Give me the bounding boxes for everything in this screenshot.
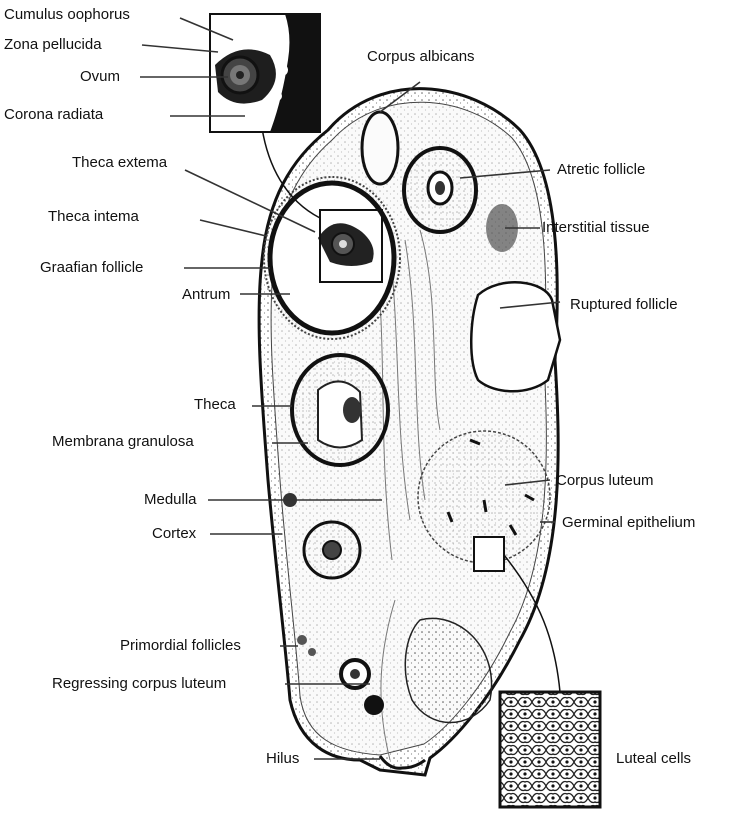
corpus-albicans-shape [362, 112, 398, 184]
label-corona-radiata: Corona radiata [4, 106, 103, 123]
label-hilus: Hilus [266, 750, 299, 767]
label-theca: Theca [194, 396, 236, 413]
label-corpus-luteum: Corpus luteum [556, 472, 654, 489]
label-cortex: Cortex [152, 525, 196, 542]
label-interstitial-tissue: Interstitial tissue [542, 219, 650, 236]
corpus-luteum-inset-box [474, 537, 504, 571]
label-theca-externa: Theca extema [72, 154, 167, 171]
label-antrum: Antrum [182, 286, 230, 303]
label-ruptured-follicle: Ruptured follicle [570, 296, 678, 313]
luteal-cells-inset [500, 692, 600, 807]
label-atretic-follicle: Atretic follicle [557, 161, 645, 178]
label-ovum: Ovum [80, 68, 120, 85]
ruptured-follicle-shape [471, 282, 560, 391]
label-medulla: Medulla [144, 491, 197, 508]
label-zona-pellucida: Zona pellucida [4, 36, 102, 53]
regressing-corpus-luteum-shape [364, 695, 384, 715]
label-theca-interna: Theca intema [48, 208, 139, 225]
label-graafian-follicle: Graafian follicle [40, 259, 143, 276]
oocyte-inset [210, 14, 320, 132]
label-germinal-epithelium: Germinal epithelium [562, 514, 695, 531]
label-cumulus-oophorus: Cumulus oophorus [4, 6, 130, 23]
label-primordial-follicles: Primordial follicles [120, 637, 241, 654]
label-corpus-albicans: Corpus albicans [367, 48, 475, 65]
label-regressing-corpus-luteum: Regressing corpus luteum [52, 675, 226, 692]
label-membrana-granulosa: Membrana granulosa [52, 433, 194, 450]
label-luteal-cells: Luteal cells [616, 750, 691, 767]
